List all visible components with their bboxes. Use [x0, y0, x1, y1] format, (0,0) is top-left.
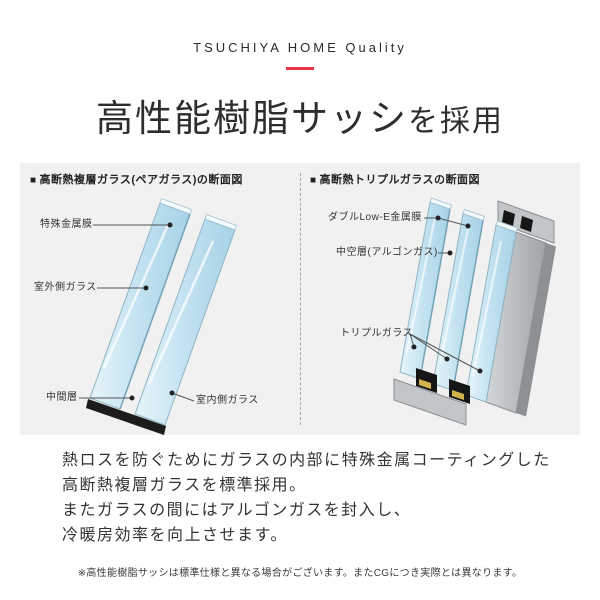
pane-2-top-edge: [462, 208, 486, 222]
body-text-line: 高断熱複層ガラスを標準採用。: [62, 477, 307, 494]
glass-highlight: [406, 217, 436, 354]
head-seal-spacer: [520, 216, 533, 232]
glass-highlight: [102, 224, 170, 369]
label-indoor-glass: 室内側ガラス: [196, 395, 259, 406]
glass-highlight: [439, 228, 469, 365]
pair-glass-section: ■高断熱複層ガラス(ペアガラス)の断面図: [20, 163, 300, 435]
panel-divider-dashed-line: [300, 173, 301, 425]
label-argon-layer: 中空層(アルゴンガス): [336, 247, 438, 258]
label-outdoor-glass: 室外側ガラス: [34, 282, 97, 293]
triple-glass-section: ■高断熱トリプルガラスの断面図: [300, 163, 580, 435]
frame-sill-section: [393, 378, 467, 426]
label-middle-layer: 中間層: [46, 392, 78, 403]
page-title-main: 高性能樹脂サッシ: [96, 98, 408, 139]
sill-seal-spacer: [449, 379, 470, 404]
sill-seal-spacer: [416, 368, 437, 393]
leader-dots: [411, 215, 483, 374]
footnote: ※高性能樹脂サッシは標準仕様と異なる場合がございます。またCGにつき実際とは異な…: [77, 568, 523, 579]
body-text-line: 冷暖房効率を向上させます。: [62, 527, 288, 544]
sill-desiccant: [419, 379, 431, 389]
leader-dots: [129, 222, 175, 401]
sill-desiccant: [452, 390, 464, 400]
metal-film-line: [119, 213, 191, 410]
brand-logo-text: TSUCHIYA HOME Quality: [193, 40, 407, 55]
triple-glass-diagram: [393, 197, 556, 426]
outdoor-glass-top-edge: [159, 197, 193, 215]
leader-lines: [79, 224, 195, 402]
pane-1-top-edge: [429, 197, 453, 210]
square-bullet-icon: ■: [310, 175, 317, 186]
label-triple-glass: トリプルガラス: [340, 328, 413, 339]
brand-accent-line: [286, 67, 314, 70]
label-double-lowe-film: ダブルLow-E金属膜: [328, 212, 422, 223]
square-bullet-icon: ■: [30, 175, 37, 186]
glass-highlight: [472, 240, 502, 377]
glass-highlight: [147, 240, 215, 385]
diagram-panel: ■高断熱複層ガラス(ペアガラス)の断面図: [20, 163, 580, 435]
lowe-film-line: [419, 208, 451, 380]
page-title: 高性能樹脂サッシを採用: [0, 88, 600, 142]
frame-jamb-side: [516, 243, 556, 417]
pair-glass-section-title: ■高断熱複層ガラス(ペアガラス)の断面図: [30, 174, 243, 186]
lowe-film-line: [452, 220, 484, 391]
pane-3-top-edge: [495, 220, 519, 233]
body-text: 熱ロスを防ぐためにガラスの内部に特殊金属コーティングした 高断熱複層ガラスを標準…: [62, 448, 551, 548]
page-title-suffix: を採用: [408, 105, 504, 138]
head-seal-spacer: [502, 210, 515, 226]
indoor-glass-top-edge: [204, 213, 238, 231]
pair-bottom-spacer: [86, 399, 166, 435]
body-text-line: 熱ロスを防ぐためにガラスの内部に特殊金属コーティングした: [62, 452, 551, 469]
label-metal-film: 特殊金属膜: [40, 219, 93, 230]
triple-glass-section-title: ■高断熱トリプルガラスの断面図: [310, 174, 480, 186]
pair-glass-diagram: [79, 197, 238, 435]
body-text-line: またガラスの間にはアルゴンガスを封入し、: [62, 502, 412, 519]
leader-lines: [409, 217, 481, 372]
